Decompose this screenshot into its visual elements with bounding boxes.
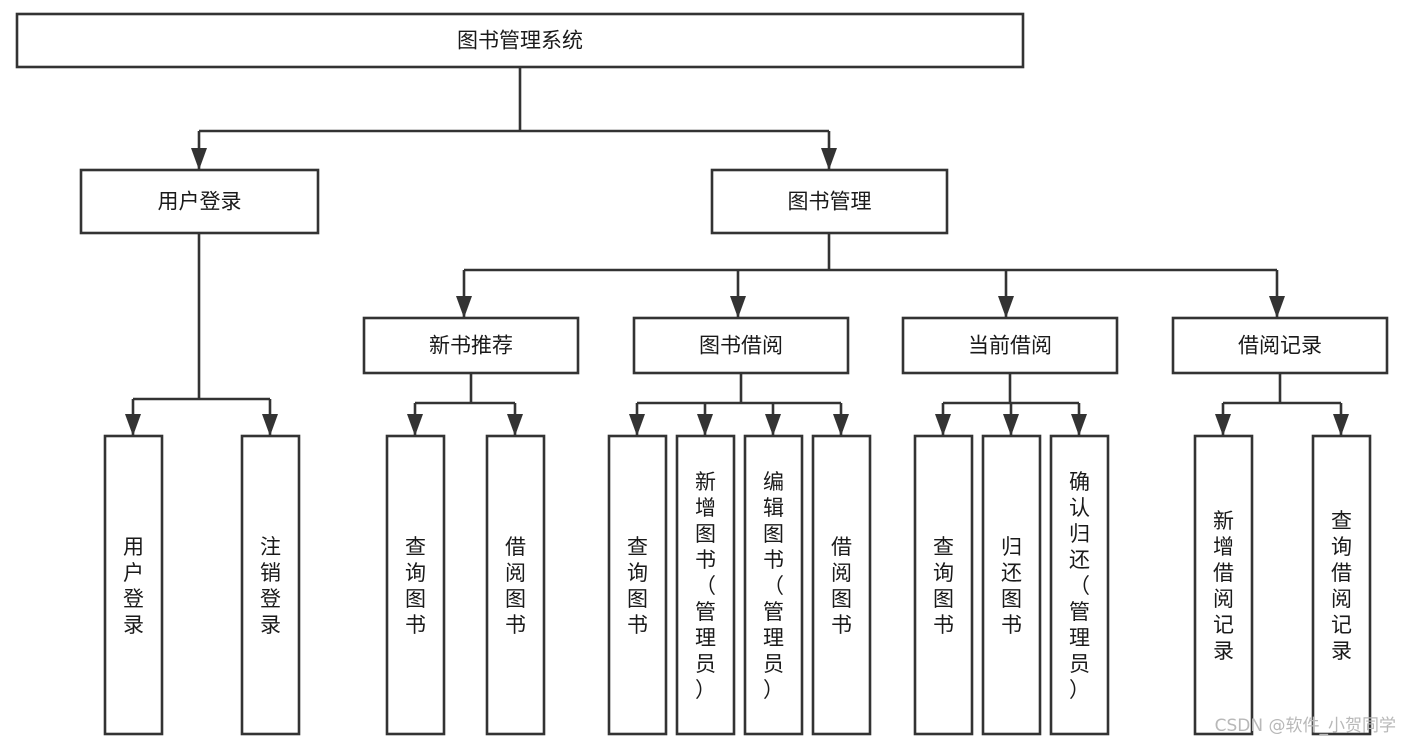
- node-new-book-recommend[interactable]: 新书推荐: [362, 316, 580, 375]
- node-box-leaf-user-login[interactable]: [103, 434, 164, 736]
- node-label-book-borrow: 图书借阅: [699, 334, 783, 358]
- node-leaf-borrow-book-1[interactable]: 借阅图书: [485, 434, 546, 736]
- arrow-head-icon: [262, 414, 278, 436]
- node-box-leaf-borrow-book-2[interactable]: [811, 434, 872, 736]
- node-leaf-edit-book-admin[interactable]: 编辑图书（管理员）: [743, 434, 804, 736]
- node-label-leaf-query-book-1: 查询图书: [405, 535, 426, 637]
- node-box-leaf-query-book-3[interactable]: [913, 434, 974, 736]
- node-label-leaf-logout-login: 注销登录: [260, 535, 281, 637]
- node-box-leaf-query-book-2[interactable]: [607, 434, 668, 736]
- arrow-head-icon: [407, 414, 423, 436]
- node-leaf-query-book-3[interactable]: 查询图书: [913, 434, 974, 736]
- node-label-leaf-confirm-return-admin: 确认归还（管理员）: [1069, 470, 1090, 702]
- node-label-leaf-query-book-3: 查询图书: [933, 535, 954, 637]
- node-leaf-return-book[interactable]: 归还图书: [981, 434, 1042, 736]
- node-root[interactable]: 图书管理系统: [15, 12, 1025, 69]
- arrow-head-icon: [456, 296, 472, 318]
- node-leaf-add-borrow-record[interactable]: 新增借阅记录: [1193, 434, 1254, 736]
- node-box-leaf-query-borrow-record[interactable]: [1311, 434, 1372, 736]
- arrow-head-icon: [935, 414, 951, 436]
- node-box-leaf-confirm-return-admin[interactable]: [1049, 434, 1110, 736]
- arrow-head-icon: [125, 414, 141, 436]
- node-leaf-confirm-return-admin[interactable]: 确认归还（管理员）: [1049, 434, 1110, 736]
- node-leaf-query-book-2[interactable]: 查询图书: [607, 434, 668, 736]
- node-box-new-book-recommend[interactable]: [362, 316, 580, 375]
- arrow-head-icon: [1333, 414, 1349, 436]
- csdn-watermark: CSDN @软件_小贺同学: [1215, 716, 1396, 736]
- node-leaf-add-book-admin[interactable]: 新增图书（管理员）: [675, 434, 736, 736]
- node-label-leaf-query-borrow-record: 查询借阅记录: [1331, 509, 1352, 663]
- node-leaf-query-borrow-record[interactable]: 查询借阅记录: [1311, 434, 1372, 736]
- node-box-leaf-borrow-book-1[interactable]: [485, 434, 546, 736]
- arrow-head-icon: [1215, 414, 1231, 436]
- node-leaf-borrow-book-2[interactable]: 借阅图书: [811, 434, 872, 736]
- node-label-leaf-borrow-book-2: 借阅图书: [831, 535, 852, 637]
- node-book-borrow[interactable]: 图书借阅: [632, 316, 850, 375]
- node-box-leaf-logout-login[interactable]: [240, 434, 301, 736]
- node-borrow-record[interactable]: 借阅记录: [1171, 316, 1389, 375]
- node-leaf-user-login[interactable]: 用户登录: [103, 434, 164, 736]
- node-box-leaf-add-book-admin[interactable]: [675, 434, 736, 736]
- arrow-head-icon: [1003, 414, 1019, 436]
- node-label-leaf-edit-book-admin: 编辑图书（管理员）: [763, 470, 784, 702]
- node-label-book-manage: 图书管理: [788, 190, 872, 214]
- node-label-borrow-record: 借阅记录: [1238, 334, 1322, 358]
- arrow-head-icon: [730, 296, 746, 318]
- node-leaf-logout-login[interactable]: 注销登录: [240, 434, 301, 736]
- connector-layer: [125, 67, 1349, 436]
- arrow-head-icon: [821, 148, 837, 170]
- node-box-leaf-query-book-1[interactable]: [385, 434, 446, 736]
- node-label-leaf-add-book-admin: 新增图书（管理员）: [695, 470, 716, 702]
- node-box-borrow-record[interactable]: [1171, 316, 1389, 375]
- node-box-leaf-return-book[interactable]: [981, 434, 1042, 736]
- node-box-leaf-add-borrow-record[interactable]: [1193, 434, 1254, 736]
- node-label-leaf-query-book-2: 查询图书: [627, 535, 648, 637]
- node-layer: 图书管理系统用户登录图书管理新书推荐图书借阅当前借阅借阅记录用户登录注销登录查询…: [15, 12, 1389, 736]
- node-box-root[interactable]: [15, 12, 1025, 69]
- arrow-head-icon: [191, 148, 207, 170]
- node-label-current-borrow: 当前借阅: [968, 334, 1052, 358]
- node-label-new-book-recommend: 新书推荐: [429, 334, 513, 358]
- arrow-head-icon: [1071, 414, 1087, 436]
- node-box-book-manage[interactable]: [710, 168, 949, 235]
- node-box-leaf-edit-book-admin[interactable]: [743, 434, 804, 736]
- node-box-user-login[interactable]: [79, 168, 320, 235]
- node-current-borrow[interactable]: 当前借阅: [901, 316, 1119, 375]
- arrow-head-icon: [629, 414, 645, 436]
- node-box-current-borrow[interactable]: [901, 316, 1119, 375]
- node-label-leaf-borrow-book-1: 借阅图书: [505, 535, 526, 637]
- node-label-leaf-add-borrow-record: 新增借阅记录: [1213, 509, 1234, 663]
- arrow-head-icon: [697, 414, 713, 436]
- arrow-head-icon: [833, 414, 849, 436]
- node-user-login[interactable]: 用户登录: [79, 168, 320, 235]
- node-label-leaf-user-login: 用户登录: [123, 535, 144, 637]
- node-leaf-query-book-1[interactable]: 查询图书: [385, 434, 446, 736]
- node-book-manage[interactable]: 图书管理: [710, 168, 949, 235]
- node-label-root: 图书管理系统: [457, 29, 583, 53]
- arrow-head-icon: [998, 296, 1014, 318]
- node-label-user-login: 用户登录: [158, 190, 242, 214]
- arrow-head-icon: [507, 414, 523, 436]
- node-label-leaf-return-book: 归还图书: [1001, 535, 1022, 637]
- arrow-head-icon: [1269, 296, 1285, 318]
- node-box-book-borrow[interactable]: [632, 316, 850, 375]
- arrow-head-icon: [765, 414, 781, 436]
